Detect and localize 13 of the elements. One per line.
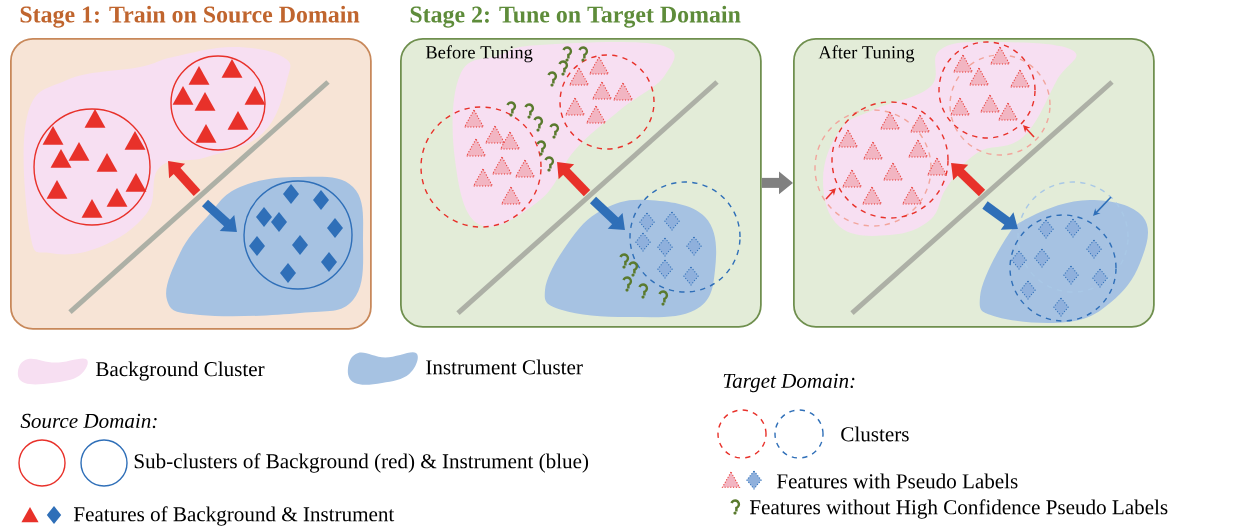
- panel-title: After Tuning: [818, 45, 915, 63]
- legend-heading: Target Domain:: [723, 373, 855, 393]
- stage-heading: Stage 2: Tune on Target Domain: [410, 5, 741, 28]
- stage-heading: Stage 1: Train on Source Domain: [20, 5, 360, 28]
- legend-label: Clusters: [841, 426, 909, 442]
- legend-heading: Source Domain:: [20, 413, 157, 429]
- legend-label: Instrument Cluster: [426, 359, 583, 375]
- legend-label: Features with Pseudo Labels: [776, 473, 1018, 489]
- legend-label: Features of Background & Instrument: [73, 506, 395, 526]
- legend-label: Sub-clusters of Background (red) & Instrument (blue): [134, 453, 589, 473]
- legend-label: Background Cluster: [95, 361, 265, 381]
- legend-label: Features without High Confidence Pseudo Labels: [749, 499, 1168, 519]
- panel-title: Before Tuning: [425, 45, 533, 63]
